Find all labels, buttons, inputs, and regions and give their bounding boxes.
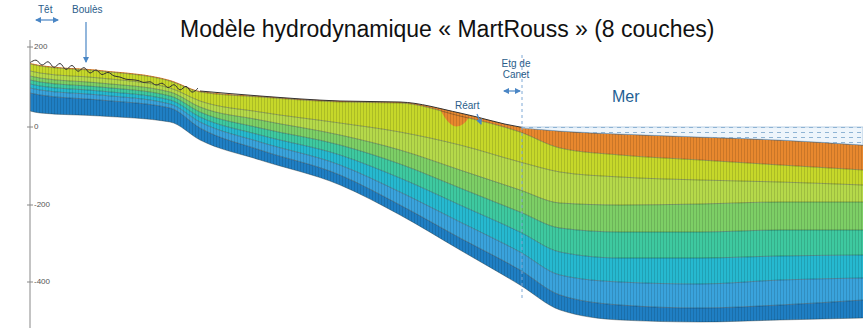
- pointer-arrow: [85, 22, 86, 62]
- place-label: Etg de Canet: [497, 58, 535, 80]
- pointer-arrow: [477, 114, 481, 124]
- sea: [522, 127, 863, 145]
- layer-boundary: [30, 76, 863, 205]
- axis-label: -400: [34, 277, 50, 286]
- axis-label: -200: [34, 200, 50, 209]
- axis-label: 0: [34, 122, 38, 131]
- layer-boundary: [30, 88, 863, 284]
- layer-boundary: [30, 71, 863, 185]
- extent-arrow: [504, 90, 520, 91]
- layer-boundary: [30, 93, 863, 308]
- axis: [30, 40, 31, 328]
- axis-tick: [27, 205, 33, 206]
- axis-tick: [27, 127, 33, 128]
- layer-boundary: [30, 80, 863, 232]
- mesh-texture: [30, 63, 863, 322]
- layer-boundary: [30, 111, 863, 322]
- axis-tick: [27, 47, 33, 48]
- place-label: Mer: [612, 88, 640, 106]
- extent-arrow: [36, 19, 58, 20]
- place-label: Boulès: [72, 4, 103, 15]
- place-label: Têt: [38, 4, 52, 15]
- layer-boundary: [30, 64, 863, 170]
- axis-label: 200: [34, 42, 47, 51]
- layer-boundary: [30, 84, 863, 258]
- place-label: Réart: [455, 100, 479, 111]
- relief: [30, 60, 198, 92]
- relief: [200, 91, 863, 145]
- axis-tick: [27, 282, 33, 283]
- title: Modèle hydrodynamique « MartRouss » (8 c…: [180, 16, 714, 43]
- coast-line: [522, 55, 523, 300]
